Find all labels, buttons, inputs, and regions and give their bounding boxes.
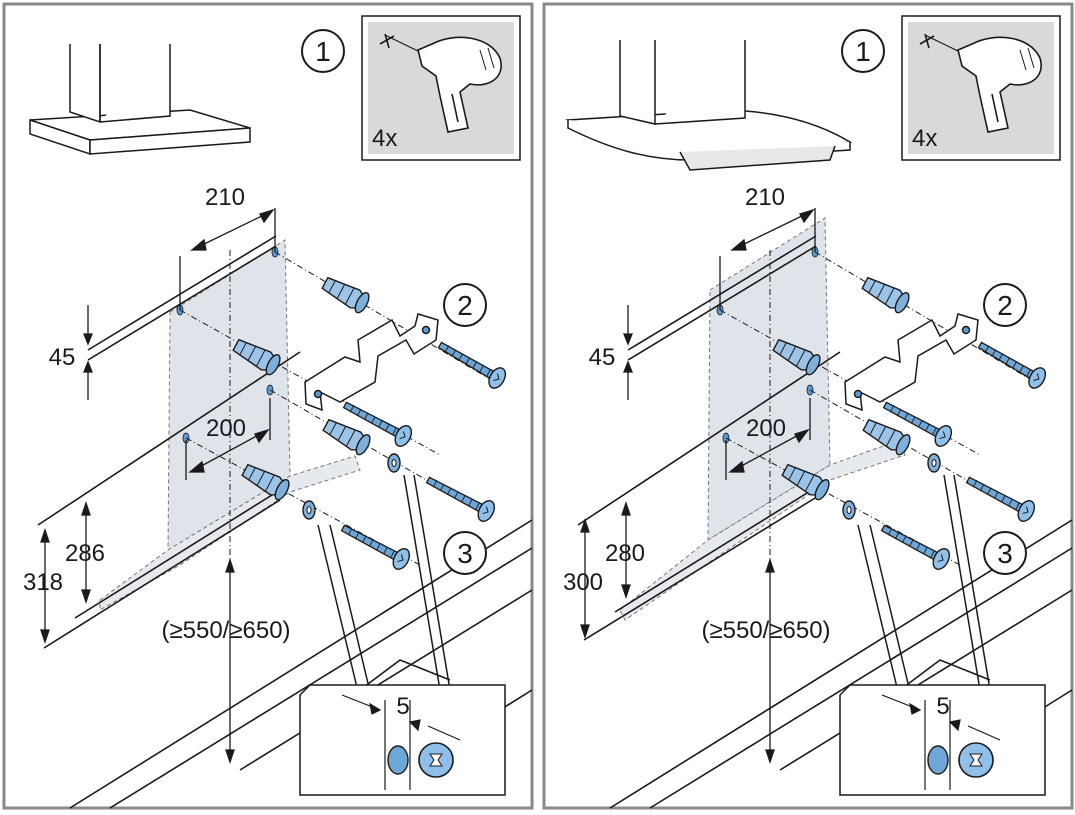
dimension-lines bbox=[40, 208, 276, 765]
drill-count-label: 4x bbox=[912, 125, 937, 152]
drill-inset: 4x bbox=[901, 15, 1061, 161]
screw-head-icon bbox=[387, 742, 454, 778]
step-badge-1: 1 bbox=[301, 29, 345, 73]
mounting-bracket bbox=[304, 313, 439, 412]
washer bbox=[842, 500, 856, 520]
mounting-bracket bbox=[844, 313, 979, 412]
dim-mid-width: 200 bbox=[746, 415, 786, 442]
dim-mid-width: 200 bbox=[206, 415, 246, 442]
detail-gap-label: 5 bbox=[396, 693, 409, 720]
step-badge-2: 2 bbox=[443, 283, 487, 327]
dim-lower-outer: 318 bbox=[23, 569, 63, 596]
dimension-lines bbox=[580, 208, 816, 765]
drill-icon bbox=[919, 33, 1042, 133]
drill-inset: 4x bbox=[361, 15, 521, 161]
dim-offset: 45 bbox=[49, 344, 76, 371]
dimension-labels: 210 200 45 280 300 (≥550/≥650) bbox=[563, 184, 831, 644]
step-badge-1: 1 bbox=[841, 29, 885, 73]
drill-icon bbox=[379, 33, 502, 133]
washer bbox=[302, 500, 316, 520]
svg-text:2: 2 bbox=[457, 290, 473, 321]
dimension-labels: 210 200 45 286 318 (≥550/≥650) bbox=[23, 184, 291, 644]
svg-text:3: 3 bbox=[997, 538, 1013, 569]
wall-template bbox=[619, 217, 906, 621]
svg-text:1: 1 bbox=[315, 36, 331, 67]
drill-count-label: 4x bbox=[372, 125, 397, 152]
svg-text:3: 3 bbox=[457, 538, 473, 569]
dim-lower-inner: 280 bbox=[605, 540, 645, 567]
detail-inset: 5 bbox=[299, 684, 506, 796]
dim-lower-outer: 300 bbox=[563, 569, 603, 596]
svg-text:2: 2 bbox=[997, 290, 1013, 321]
dim-top-width: 210 bbox=[205, 184, 245, 211]
dim-lower-inner: 286 bbox=[65, 540, 105, 567]
dim-top-width: 210 bbox=[745, 184, 785, 211]
svg-text:1: 1 bbox=[855, 36, 871, 67]
panel-left: 1 4x bbox=[2, 2, 534, 810]
washer bbox=[387, 453, 401, 473]
dim-offset: 45 bbox=[589, 344, 616, 371]
washer bbox=[927, 453, 941, 473]
dim-height-range: (≥550/≥650) bbox=[701, 617, 830, 644]
step-badge-3: 3 bbox=[983, 531, 1027, 575]
step-badge-3: 3 bbox=[443, 531, 487, 575]
chimney-hood-illustration bbox=[29, 44, 251, 156]
panel-right: 1 4x bbox=[542, 2, 1074, 810]
detail-gap-label: 5 bbox=[936, 693, 949, 720]
screw-head-icon bbox=[927, 742, 994, 778]
detail-inset: 5 bbox=[839, 684, 1046, 796]
step-badge-2: 2 bbox=[983, 283, 1027, 327]
glass-hood-illustration bbox=[565, 40, 853, 171]
dim-height-range: (≥550/≥650) bbox=[161, 617, 290, 644]
